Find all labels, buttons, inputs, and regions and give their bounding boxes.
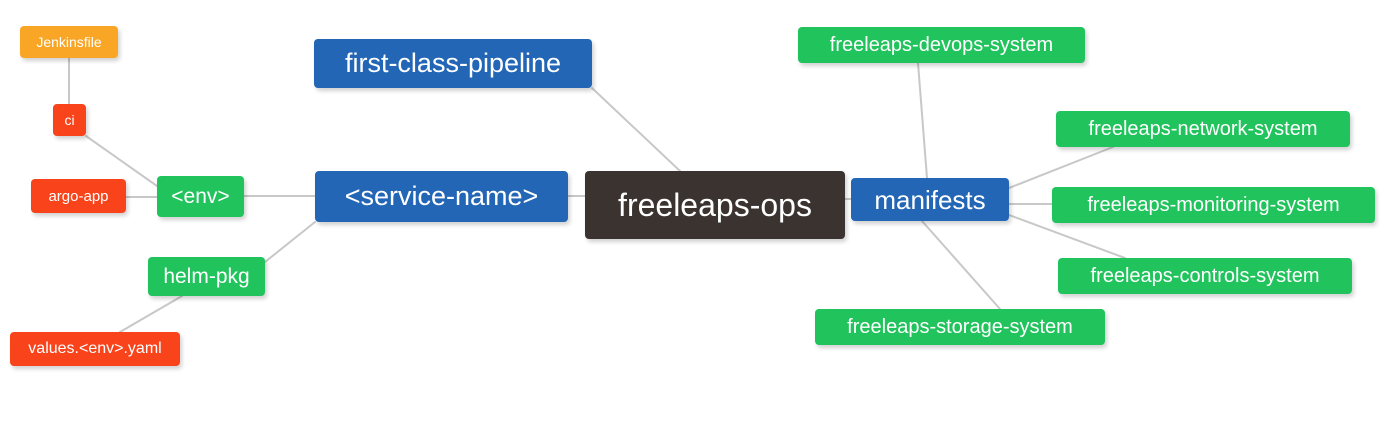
node-label-argo-app: argo-app (48, 187, 109, 205)
node-argo-app[interactable]: argo-app (31, 179, 126, 213)
node-label-ci: ci (64, 112, 75, 128)
node-freeleaps-ops[interactable]: freeleaps-ops (585, 171, 845, 239)
node-freeleaps-devops-system[interactable]: freeleaps-devops-system (798, 27, 1085, 63)
edge-helm-pkg-values-yaml (119, 295, 183, 333)
node-label-freeleaps-ops: freeleaps-ops (618, 187, 812, 223)
node-freeleaps-network-system[interactable]: freeleaps-network-system (1056, 111, 1350, 147)
edge-first-class-pipeline-freeleaps-ops (591, 87, 681, 172)
node-freeleaps-controls-system[interactable]: freeleaps-controls-system (1058, 258, 1352, 294)
node-label-env: <env> (171, 185, 230, 208)
node-label-freeleaps-storage-system: freeleaps-storage-system (847, 316, 1073, 338)
node-label-service-name: <service-name> (344, 181, 539, 211)
node-service-name[interactable]: <service-name> (315, 171, 568, 222)
node-freeleaps-monitoring-system[interactable]: freeleaps-monitoring-system (1052, 187, 1375, 223)
node-ci[interactable]: ci (53, 104, 86, 136)
node-jenkinsfile[interactable]: Jenkinsfile (20, 26, 118, 58)
node-env[interactable]: <env> (157, 176, 244, 217)
edge-manifests-devops (917, 62, 928, 179)
edge-service-name-helm-pkg (264, 221, 316, 263)
node-label-freeleaps-monitoring-system: freeleaps-monitoring-system (1087, 194, 1340, 216)
node-label-freeleaps-network-system: freeleaps-network-system (1088, 118, 1318, 140)
node-label-values-yaml: values.<env>.yaml (28, 340, 162, 357)
node-label-first-class-pipeline: first-class-pipeline (344, 48, 562, 78)
node-freeleaps-storage-system[interactable]: freeleaps-storage-system (815, 309, 1105, 345)
node-manifests[interactable]: manifests (851, 178, 1009, 221)
node-label-jenkinsfile: Jenkinsfile (36, 34, 102, 50)
node-first-class-pipeline[interactable]: first-class-pipeline (314, 39, 592, 88)
node-label-manifests: manifests (874, 184, 986, 215)
node-helm-pkg[interactable]: helm-pkg (148, 257, 265, 296)
edge-manifests-storage (921, 220, 1001, 310)
edge-manifests-network (1008, 146, 1114, 189)
node-label-freeleaps-controls-system: freeleaps-controls-system (1090, 265, 1320, 287)
node-label-helm-pkg: helm-pkg (163, 265, 250, 288)
node-label-freeleaps-devops-system: freeleaps-devops-system (829, 34, 1054, 56)
node-values-yaml[interactable]: values.<env>.yaml (10, 332, 180, 366)
